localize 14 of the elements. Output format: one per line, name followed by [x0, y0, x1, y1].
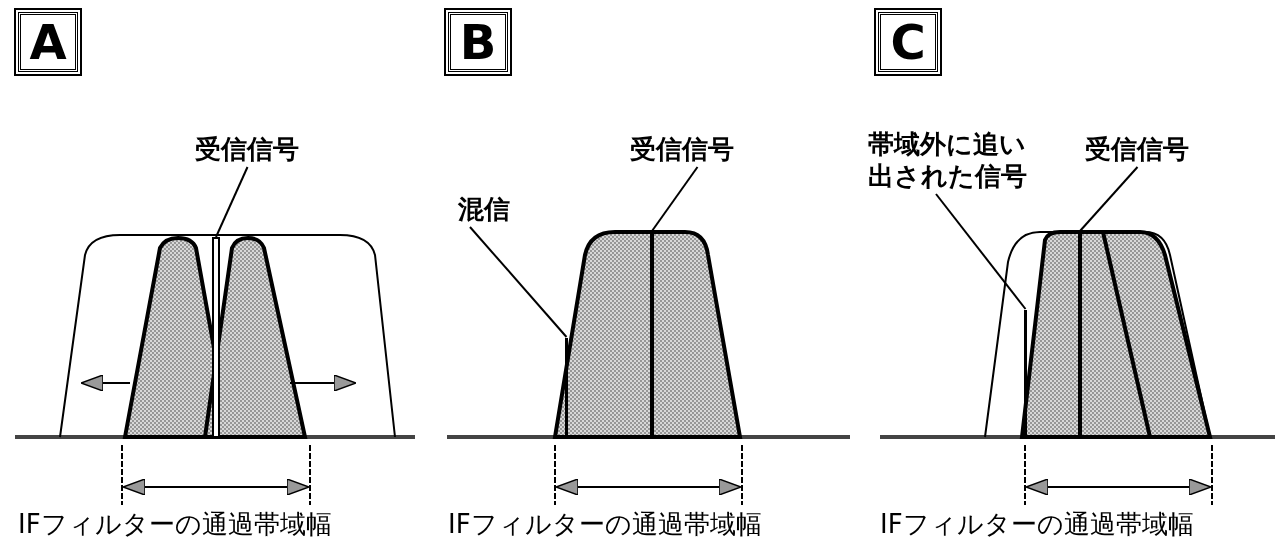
bandwidth-label: IFフィルターの通過帯域幅 [880, 508, 1194, 540]
bandwidth-label: IFフィルターの通過帯域幅 [448, 508, 762, 540]
signal-line [1024, 310, 1027, 437]
signal-line [565, 338, 568, 437]
bandwidth-label: IFフィルターの通過帯域幅 [18, 508, 332, 540]
signal-label: 受信信号 [1085, 133, 1235, 165]
signal-label: 帯域外に追い出された信号 [868, 128, 1038, 192]
leader-line [215, 166, 249, 238]
signal-label: 受信信号 [195, 133, 345, 165]
signal-label: 混信 [458, 193, 538, 225]
leader-line [1079, 166, 1139, 232]
leader-line [935, 193, 1027, 310]
leader-line [469, 226, 568, 338]
signal-label: 受信信号 [630, 133, 780, 165]
